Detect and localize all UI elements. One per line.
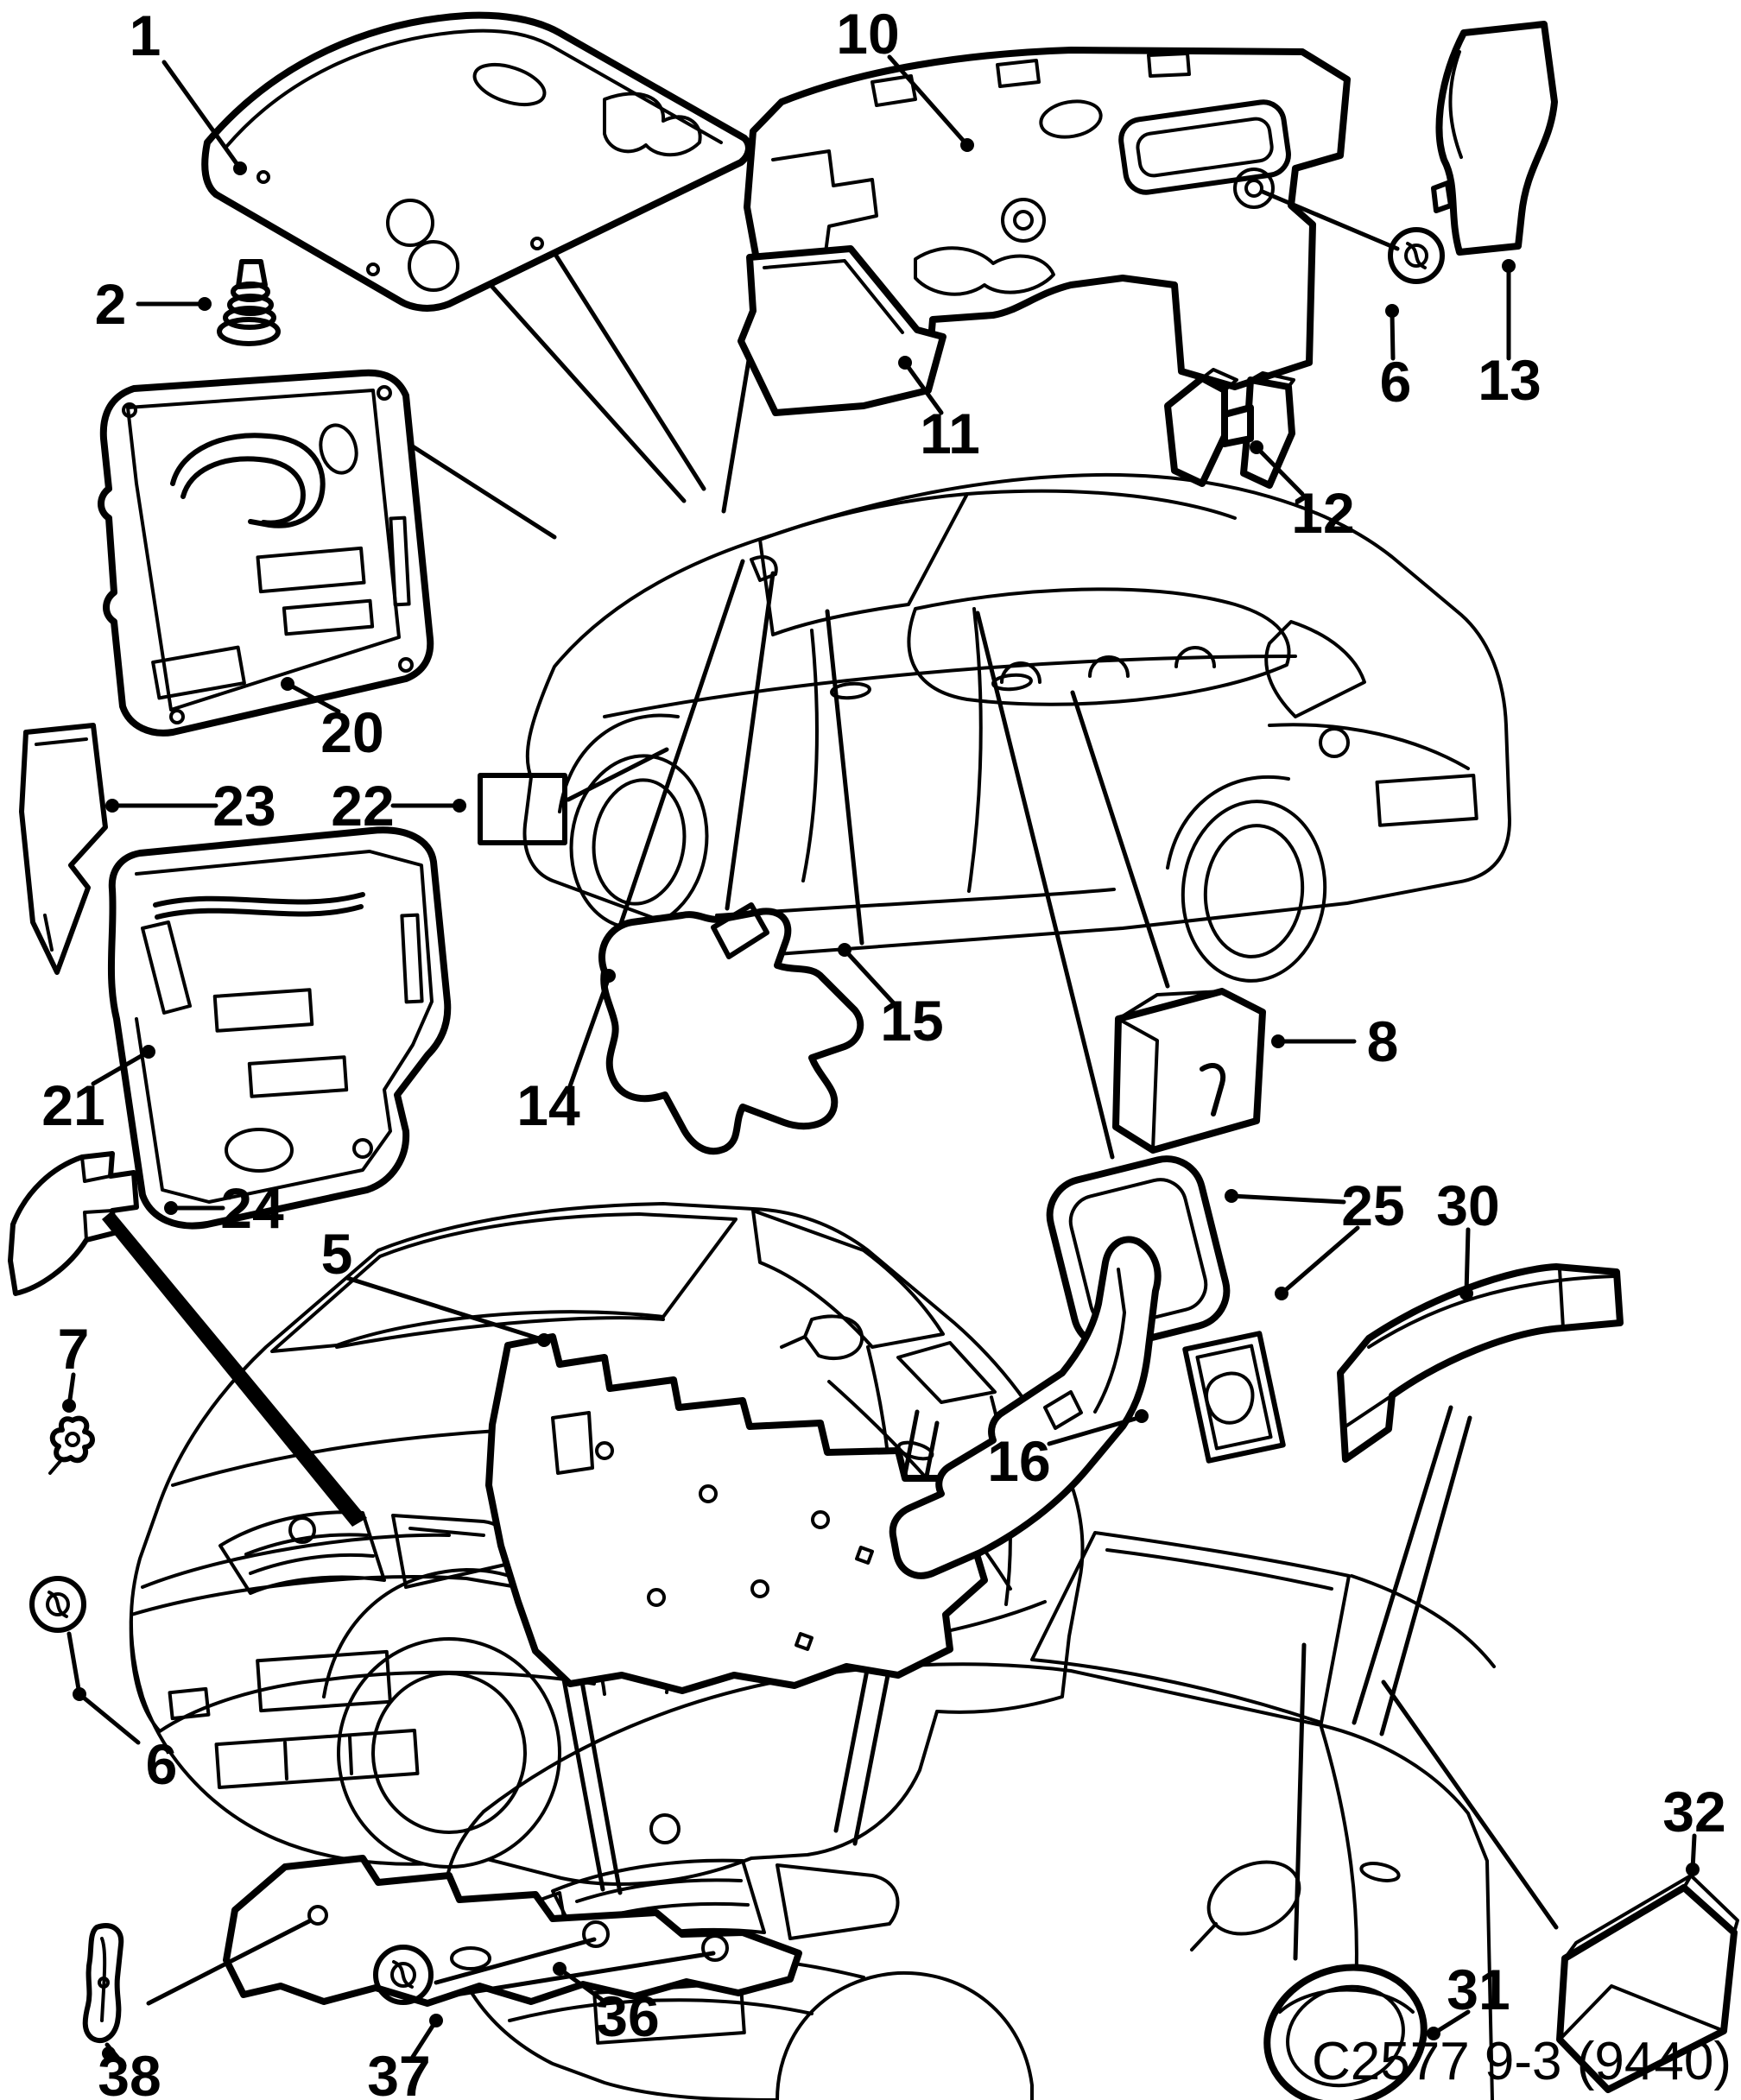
part-2-fastener-plug bbox=[217, 259, 281, 346]
part-13-side-insulation bbox=[1431, 21, 1558, 256]
callout-21: 21 bbox=[41, 1073, 104, 1137]
callout-6-top: 6 bbox=[1380, 350, 1412, 414]
part-21-rear-door-insulation bbox=[107, 826, 452, 1230]
part-16-pillar-insulation-strip bbox=[889, 1236, 1162, 1579]
callout-20: 20 bbox=[320, 700, 383, 764]
part-30-sill-channel bbox=[1337, 1263, 1624, 1463]
part-32-insulation-block bbox=[1556, 1874, 1739, 2093]
callout-12: 12 bbox=[1291, 481, 1354, 545]
callout-38: 38 bbox=[98, 2044, 161, 2100]
callout-13: 13 bbox=[1478, 348, 1541, 412]
part-22-rectangular-pad bbox=[478, 773, 567, 845]
figure-code-caption: C2577 9-3 (9440) bbox=[1312, 2032, 1732, 2091]
callout-15: 15 bbox=[880, 989, 943, 1053]
callout-31: 31 bbox=[1447, 1958, 1510, 2021]
part-6-grommet-bottom bbox=[29, 1576, 86, 1633]
part-8-box-insulation bbox=[1112, 988, 1266, 1154]
callout-36: 36 bbox=[596, 1984, 659, 2048]
part-31-insulation-disc bbox=[1263, 1964, 1428, 2100]
callout-30: 30 bbox=[1436, 1173, 1499, 1237]
car-sedan-front-view-illustration bbox=[129, 1202, 1085, 1886]
part-37-grommet bbox=[373, 1945, 434, 2005]
callout-25: 25 bbox=[1341, 1173, 1404, 1237]
callout-5: 5 bbox=[321, 1222, 353, 1286]
part-36-lower-bulkhead-insulation bbox=[146, 1855, 802, 2007]
callout-8: 8 bbox=[1367, 1009, 1399, 1073]
callout-7: 7 bbox=[58, 1317, 90, 1381]
part-20-front-door-insulation bbox=[98, 369, 434, 737]
callout-leaders bbox=[62, 54, 1700, 2068]
part-15-small-pad bbox=[711, 902, 769, 959]
callout-1: 1 bbox=[130, 3, 161, 67]
part-1-parcel-shelf-insulation bbox=[201, 11, 752, 312]
part-24-pillar-bracket bbox=[8, 1151, 139, 1296]
callout-2: 2 bbox=[95, 272, 127, 336]
callout-11: 11 bbox=[920, 402, 980, 465]
part-6-grommet-top bbox=[1260, 189, 1445, 284]
callout-37: 37 bbox=[367, 2044, 430, 2100]
part-12-foam-block bbox=[1164, 368, 1295, 489]
callout-23: 23 bbox=[212, 774, 275, 838]
part-23-corner-sheet bbox=[19, 723, 108, 975]
callout-10: 10 bbox=[836, 2, 899, 66]
part-14-floor-insulation bbox=[598, 908, 864, 1155]
callout-24: 24 bbox=[220, 1176, 284, 1240]
part-25-access-plate bbox=[1182, 1331, 1286, 1464]
callout-32: 32 bbox=[1662, 1780, 1725, 1844]
part-38-sill-strip bbox=[82, 1923, 124, 2044]
part-7-spring-clip bbox=[48, 1415, 95, 1475]
callout-14: 14 bbox=[516, 1073, 580, 1137]
callout-22: 22 bbox=[331, 774, 394, 838]
car-sedan-rear-view-illustration bbox=[522, 472, 1511, 983]
callout-6-bottom: 6 bbox=[146, 1732, 178, 1796]
emphasis-wedge bbox=[102, 1211, 367, 1527]
part-11-insulation-pad bbox=[738, 245, 946, 416]
callout-16: 16 bbox=[987, 1429, 1050, 1493]
